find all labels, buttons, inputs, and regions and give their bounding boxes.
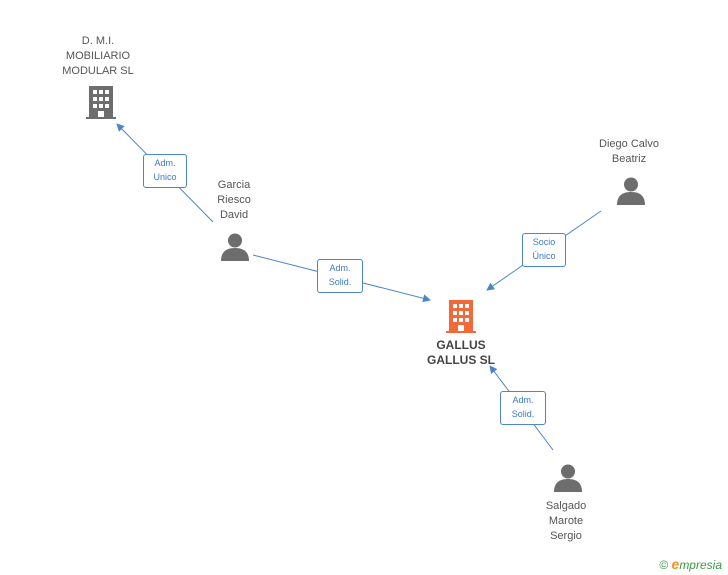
brand-initial: e (671, 556, 680, 572)
node-label-line: Marote (548, 515, 584, 527)
edge-label-line: Unico (153, 172, 177, 182)
edge-label-line: Solid. (328, 277, 352, 287)
node-label-line: Beatriz (611, 153, 647, 165)
brand-name: mpresia (679, 558, 722, 572)
building-icon (446, 300, 476, 333)
edge-label-garcia-dmi[interactable]: Adm. Unico (143, 154, 187, 188)
node-label-line: David (219, 209, 249, 221)
node-label-dmi[interactable]: D. M.I. MOBILIARIO MODULAR SL (48, 34, 148, 79)
person-icon (554, 464, 582, 492)
node-label-line: Salgado (545, 500, 587, 512)
node-label-line: D. M.I. (81, 35, 115, 47)
person-icon (617, 177, 645, 205)
node-label-line: MOBILIARIO (65, 50, 131, 62)
building-icon (86, 86, 116, 119)
node-label-garcia[interactable]: Garcia Riesco David (194, 178, 274, 223)
node-label-line: GALLUS (436, 338, 486, 352)
person-icon (221, 233, 249, 261)
edge-label-garcia-gallus[interactable]: Adm. Solid. (317, 259, 363, 293)
footer-brand[interactable]: © empresia (659, 556, 722, 572)
edge-label-line: Adm. (329, 263, 351, 273)
edge-label-salgado-gallus[interactable]: Adm. Solid. (500, 391, 546, 425)
node-label-line: Riesco (217, 194, 251, 206)
copyright-icon: © (659, 558, 669, 572)
node-label-salgado[interactable]: Salgado Marote Sergio (526, 499, 606, 544)
node-label-line: Diego Calvo (599, 138, 659, 150)
node-label-line: Garcia (217, 179, 251, 191)
edge-label-diego-gallus[interactable]: Socio Único (522, 233, 566, 267)
node-label-diego[interactable]: Diego Calvo Beatriz (579, 137, 679, 167)
edge-label-line: Adm. (154, 158, 176, 168)
edge-label-line: Único (532, 251, 556, 261)
edge-label-line: Adm. (512, 395, 534, 405)
edge-label-line: Solid. (511, 409, 535, 419)
node-label-gallus[interactable]: GALLUS GALLUS SL (411, 338, 511, 368)
node-label-line: GALLUS SL (427, 353, 495, 367)
node-label-line: Sergio (550, 530, 582, 542)
edge-label-line: Socio (532, 237, 556, 247)
node-label-line: MODULAR SL (62, 65, 134, 77)
